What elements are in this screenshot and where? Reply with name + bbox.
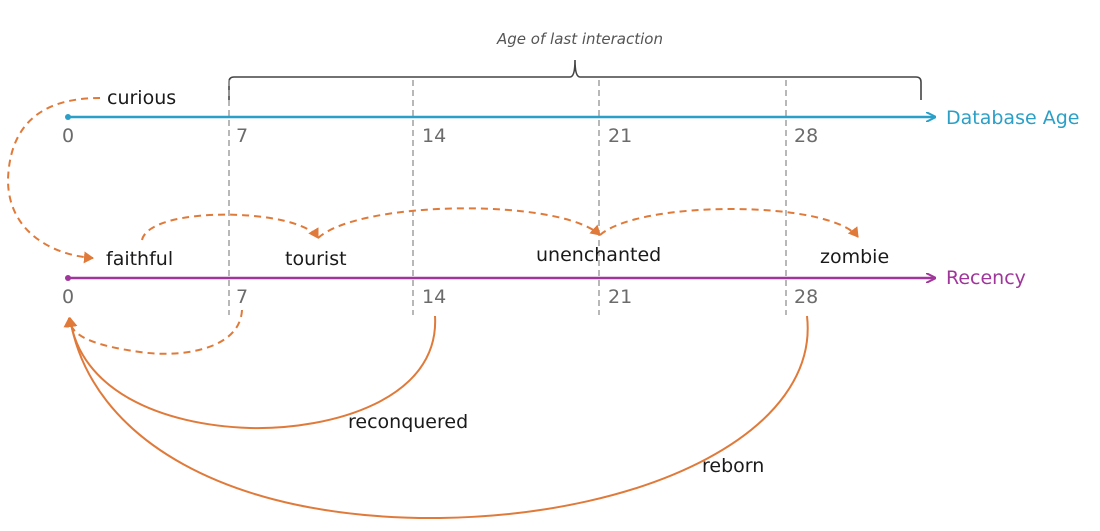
db-tick-7: 7 xyxy=(236,125,248,147)
database-age-title: Database Age xyxy=(946,107,1079,129)
db-tick-14: 14 xyxy=(422,125,446,147)
state-tourist: tourist xyxy=(285,248,347,270)
age-brace xyxy=(228,59,922,100)
state-faithful: faithful xyxy=(106,248,173,270)
arrow-curious-to-faithful xyxy=(6,97,101,264)
rec-tick-7: 7 xyxy=(236,286,248,308)
database-age-origin xyxy=(65,114,71,120)
brace-caption: Age of last interaction xyxy=(496,30,663,48)
db-tick-28: 28 xyxy=(794,125,818,147)
rec-tick-21: 21 xyxy=(608,286,632,308)
arrow-reborn xyxy=(65,315,809,520)
arrow-unenchanted-to-zombie xyxy=(599,208,859,238)
rec-tick-28: 28 xyxy=(794,286,818,308)
rec-tick-14: 14 xyxy=(422,286,446,308)
guides xyxy=(228,80,787,315)
state-zombie: zombie xyxy=(820,246,889,268)
arrow-loop-back-to-faithful xyxy=(63,309,243,355)
recency-origin xyxy=(65,275,71,281)
state-reborn: reborn xyxy=(702,455,764,477)
state-curious: curious xyxy=(107,87,176,109)
rec-tick-0: 0 xyxy=(62,286,74,308)
db-tick-0: 0 xyxy=(62,125,74,147)
db-tick-21: 21 xyxy=(608,125,632,147)
arrow-reconquered xyxy=(65,315,437,430)
arrow-faithful-to-tourist xyxy=(141,213,319,241)
state-unenchanted: unenchanted xyxy=(536,244,661,266)
arrow-tourist-to-unenchanted xyxy=(317,207,601,239)
state-reconquered: reconquered xyxy=(348,411,468,433)
recency-title: Recency xyxy=(946,267,1026,289)
